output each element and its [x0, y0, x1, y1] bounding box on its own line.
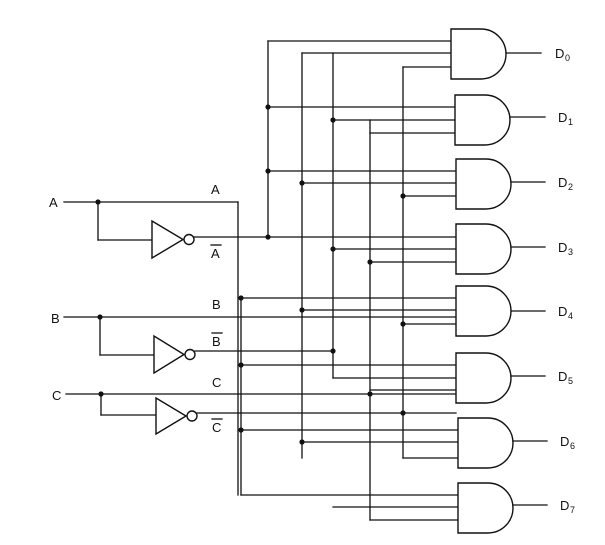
gate-input-lines — [240, 40, 459, 521]
and-gate-d0-icon — [450, 28, 507, 80]
svg-text:D: D — [560, 498, 569, 513]
and-gate-d6-icon — [457, 417, 514, 469]
svg-text:D: D — [558, 304, 567, 319]
input-a-section — [63, 199, 457, 496]
and-gate-d4-icon — [455, 285, 512, 337]
rail-b-label: B — [212, 297, 221, 312]
vertical-buses — [240, 40, 404, 521]
svg-text:5: 5 — [568, 376, 573, 386]
output-label-d1: D 1 — [558, 110, 573, 127]
and-gate-d2-icon — [455, 158, 512, 210]
and-gate-d5-icon — [455, 352, 512, 404]
input-c-section — [65, 391, 457, 436]
output-label-d7: D 7 — [560, 498, 575, 515]
junction-dots — [238, 104, 406, 445]
svg-text:7: 7 — [570, 505, 575, 515]
inverter-c-icon — [155, 396, 188, 436]
and-gate-d7-icon — [457, 482, 514, 534]
rail-a-label: A — [211, 182, 220, 197]
output-label-d6: D 6 — [560, 434, 575, 451]
and-gate-d3-icon — [455, 223, 512, 275]
svg-text:0: 0 — [565, 53, 570, 63]
svg-text:D: D — [558, 110, 567, 125]
input-b-label: B — [51, 311, 60, 326]
output-label-d0: D 0 — [555, 46, 570, 63]
inverter-b-icon — [153, 334, 186, 375]
rail-b-bar-label: B — [212, 334, 221, 349]
output-label-d5: D 5 — [558, 369, 573, 386]
inverter-a-icon — [151, 219, 185, 260]
svg-text:6: 6 — [570, 441, 575, 451]
rail-c-label: C — [212, 375, 221, 390]
svg-text:2: 2 — [568, 182, 573, 192]
svg-text:D: D — [558, 240, 567, 255]
svg-text:D: D — [558, 175, 567, 190]
svg-text:D: D — [560, 434, 569, 449]
svg-text:D: D — [558, 369, 567, 384]
input-b-section — [63, 314, 457, 375]
rail-a-bar-label: A — [211, 246, 220, 261]
rail-c-bar-label: C — [212, 420, 221, 435]
svg-text:4: 4 — [568, 311, 573, 321]
input-c-label: C — [52, 388, 61, 403]
and-gate-d1-icon — [454, 94, 511, 146]
output-label-d2: D 2 — [558, 175, 573, 192]
output-lines — [505, 52, 548, 506]
input-a-label: A — [49, 195, 58, 210]
output-label-d3: D 3 — [558, 240, 573, 257]
and-gates — [450, 28, 514, 534]
svg-text:D: D — [555, 46, 564, 61]
svg-text:1: 1 — [568, 117, 573, 127]
svg-text:3: 3 — [568, 247, 573, 257]
output-label-d4: D 4 — [558, 304, 573, 321]
